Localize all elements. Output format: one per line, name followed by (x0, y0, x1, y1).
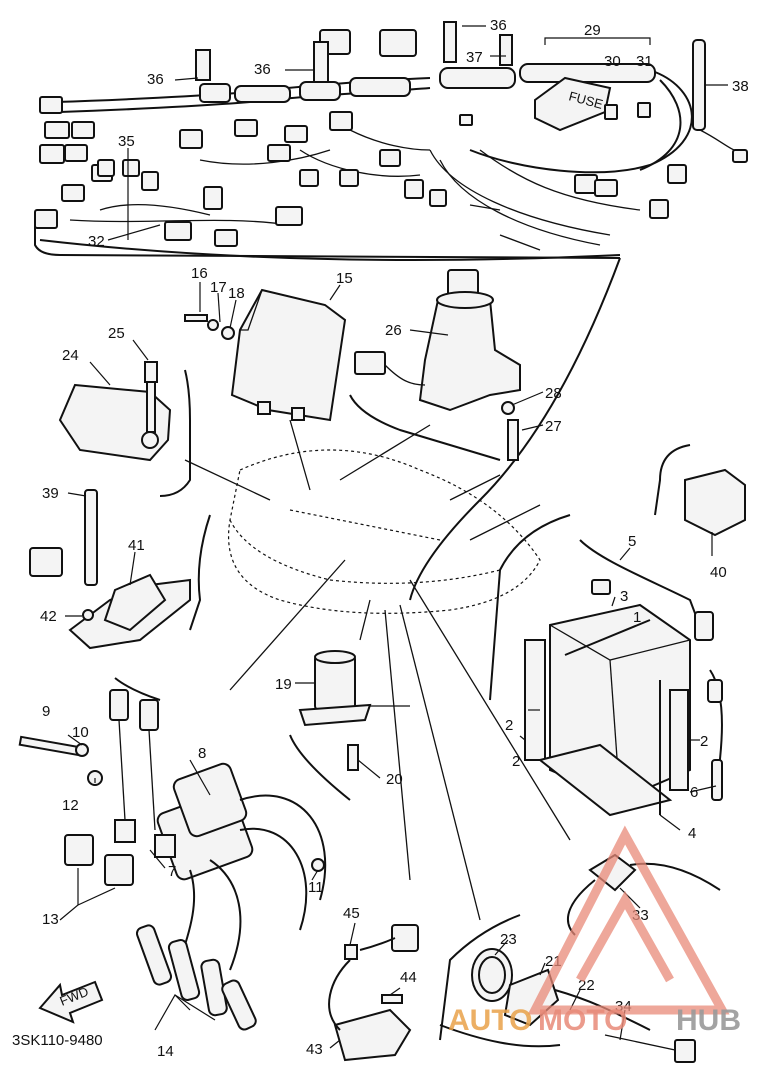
callout-2a: 2 (505, 717, 513, 734)
callout-6: 6 (690, 784, 698, 801)
callout-39: 39 (42, 485, 59, 502)
callout-43: 43 (306, 1041, 323, 1058)
neutral-sensor (328, 924, 419, 1062)
relay (684, 468, 746, 537)
callout-26: 26 (385, 322, 402, 339)
ignition-coils (18, 689, 327, 1031)
callout-12: 12 (62, 797, 79, 814)
fwd-arrow-icon: FWD (38, 980, 104, 1024)
callout-10: 10 (72, 724, 89, 741)
callout-38: 38 (732, 78, 749, 95)
callout-15: 15 (336, 270, 353, 287)
leader-lines (184, 419, 571, 921)
callout-leaders (59, 25, 728, 1049)
callout-numbers: 1 2 2 2 3 4 5 6 7 8 9 10 11 12 13 14 15 … (40, 17, 749, 1060)
callout-23: 23 (500, 931, 517, 948)
callout-44: 44 (400, 969, 417, 986)
callout-2c: 2 (700, 733, 708, 750)
callout-4: 4 (688, 825, 696, 842)
callout-36b: 36 (254, 61, 271, 78)
callout-35: 35 (118, 133, 135, 150)
callout-36a: 36 (147, 71, 164, 88)
callout-3: 3 (620, 588, 628, 605)
callout-16: 16 (191, 265, 208, 282)
callout-31: 31 (636, 53, 653, 70)
callout-45: 45 (343, 905, 360, 922)
callout-28: 28 (545, 385, 562, 402)
callout-20: 20 (386, 771, 403, 788)
watermark-hub: HUB (676, 1004, 741, 1037)
callout-22: 22 (578, 977, 595, 994)
callout-36c: 36 (490, 17, 507, 34)
watermark-moto: MOTO (538, 1004, 627, 1037)
fuse-box: FUSE (534, 76, 651, 132)
watermark-logo: AUTO MOTO HUB (448, 825, 741, 1037)
callout-37: 37 (466, 49, 483, 66)
callout-40: 40 (710, 564, 727, 581)
callout-25: 25 (108, 325, 125, 342)
callout-9: 9 (42, 703, 50, 720)
group-brackets (34, 215, 691, 1041)
callout-1: 1 (633, 609, 641, 626)
callout-27: 27 (545, 418, 562, 435)
callout-19: 19 (275, 676, 292, 693)
callout-24: 24 (62, 347, 79, 364)
harness-clamps (195, 21, 706, 131)
battery (524, 539, 723, 817)
callout-2b: 2 (512, 753, 520, 770)
callout-11: 11 (308, 879, 324, 896)
callout-8: 8 (198, 745, 206, 762)
cdi-unit (184, 288, 347, 422)
callout-42: 42 (40, 608, 57, 625)
callout-7: 7 (168, 863, 176, 880)
callout-32: 32 (88, 233, 105, 250)
rectifier-regulator (58, 361, 172, 462)
harness-connectors (34, 29, 748, 247)
watermark-auto: AUTO (448, 1004, 532, 1037)
callout-5: 5 (628, 533, 636, 550)
callout-17: 17 (210, 279, 227, 296)
callout-18: 18 (228, 285, 245, 302)
starter-relay (298, 650, 410, 771)
callout-29: 29 (584, 22, 601, 39)
wire-harness (39, 63, 741, 261)
callout-41: 41 (128, 537, 145, 554)
frame-outline (228, 449, 541, 614)
bracket-assembly (29, 489, 191, 650)
catalog-code: 3SK110-9480 (12, 1032, 103, 1049)
callout-13: 13 (42, 911, 59, 928)
callout-14: 14 (157, 1043, 174, 1060)
main-switch (354, 269, 521, 461)
callout-30: 30 (604, 53, 621, 70)
